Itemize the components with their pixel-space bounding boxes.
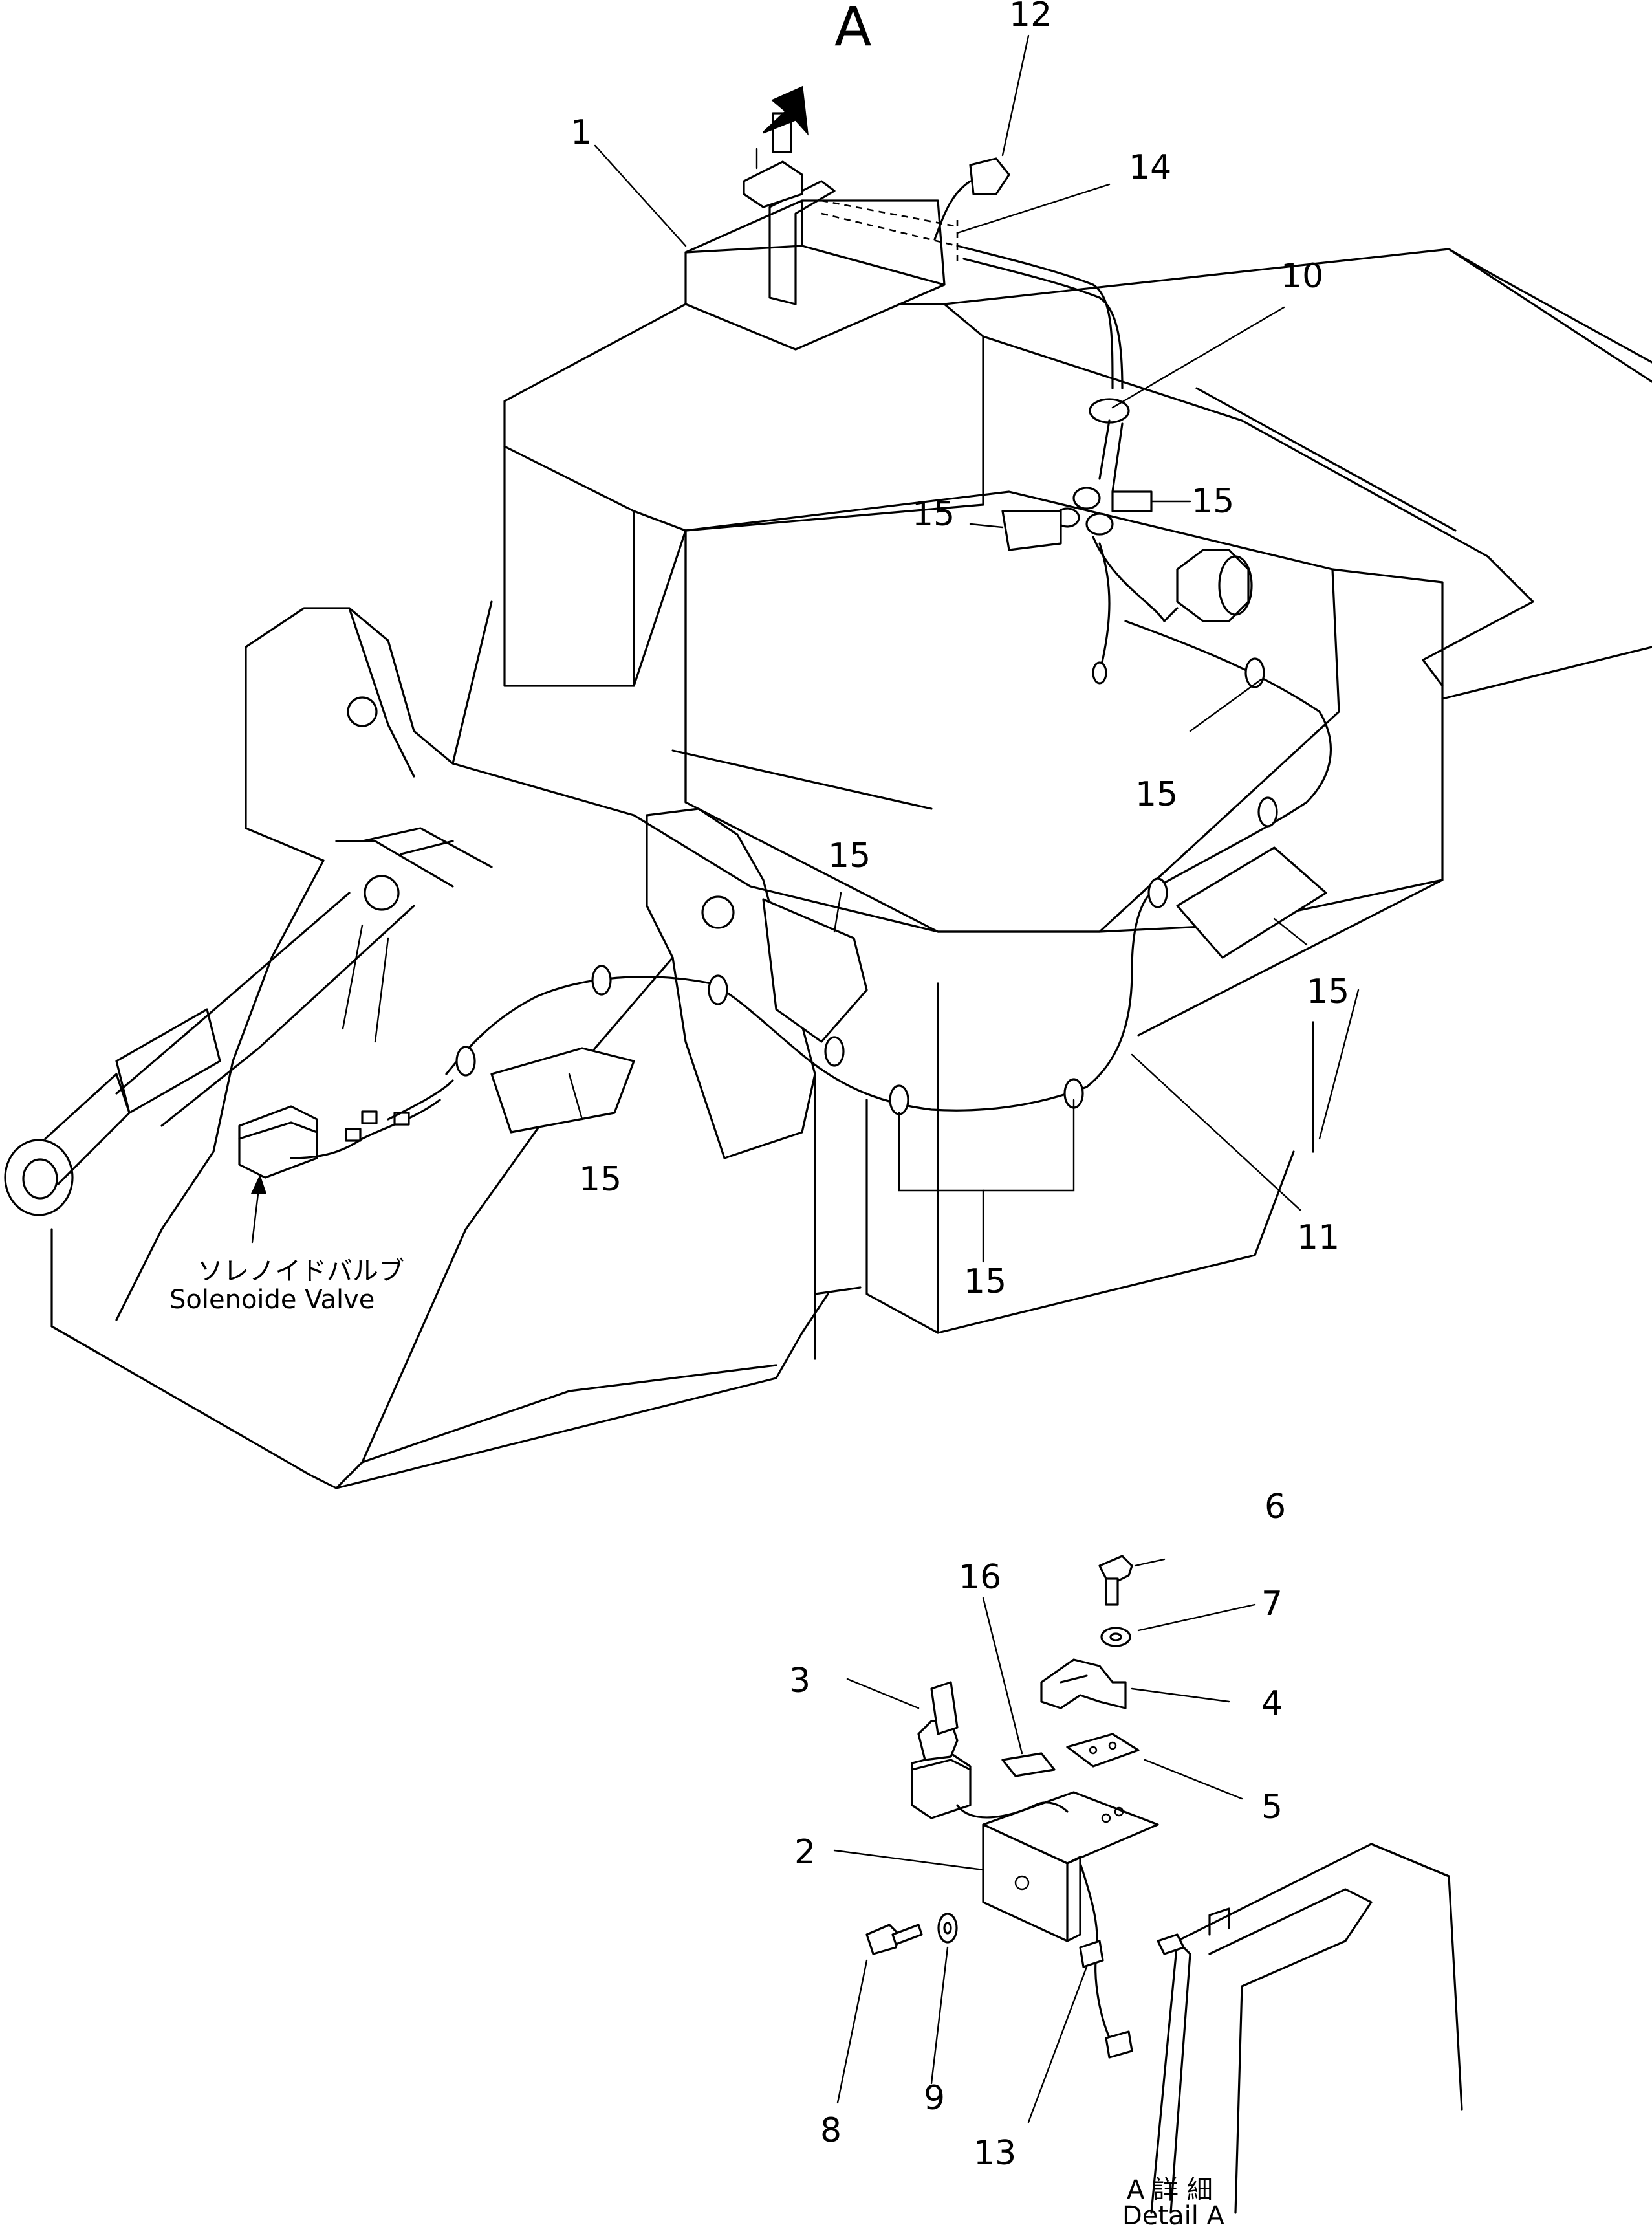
callout-14: 14 [1129, 148, 1171, 187]
callout-7: 7 [1261, 1585, 1283, 1623]
callout-11: 11 [1297, 1218, 1340, 1257]
callout-2: 2 [794, 1833, 816, 1872]
callout-15-e: 15 [1307, 972, 1349, 1011]
callout-15-b: 15 [1191, 482, 1234, 521]
callout-16: 16 [959, 1558, 1001, 1597]
callout-12: 12 [1009, 0, 1052, 34]
leader-lines [568, 34, 1360, 2123]
switch-box [684, 112, 959, 351]
solenoid-label-en: Solenoide Valve [169, 1285, 375, 1315]
view-marker-a: A [834, 0, 871, 58]
callout-5: 5 [1261, 1788, 1283, 1827]
solenoid-label-jp: ソレノイドバルブ [197, 1256, 404, 1286]
callout-15-a: 15 [912, 495, 955, 534]
callout-1: 1 [571, 113, 592, 152]
callout-4: 4 [1261, 1684, 1283, 1723]
callout-15-g: 15 [964, 1262, 1006, 1301]
callout-6: 6 [1265, 1487, 1286, 1526]
callout-8: 8 [820, 2111, 842, 2150]
callout-15-f: 15 [579, 1160, 622, 1199]
callout-3: 3 [789, 1662, 810, 1700]
detail-label-en: Detail A [1122, 2201, 1225, 2227]
callout-13: 13 [973, 2134, 1016, 2173]
detail-parts [865, 1555, 1159, 2059]
detail-a-console [1150, 1843, 1463, 2214]
callout-15-c: 15 [1135, 775, 1178, 814]
detail-label-jp: A 詳 細 [1127, 2175, 1213, 2205]
callout-9: 9 [924, 2079, 945, 2118]
callout-10: 10 [1281, 257, 1323, 296]
wiring-harness [238, 157, 1332, 1179]
solenoid-pointer [251, 1174, 266, 1244]
view-arrow [762, 85, 809, 136]
callout-15-d: 15 [828, 837, 871, 875]
